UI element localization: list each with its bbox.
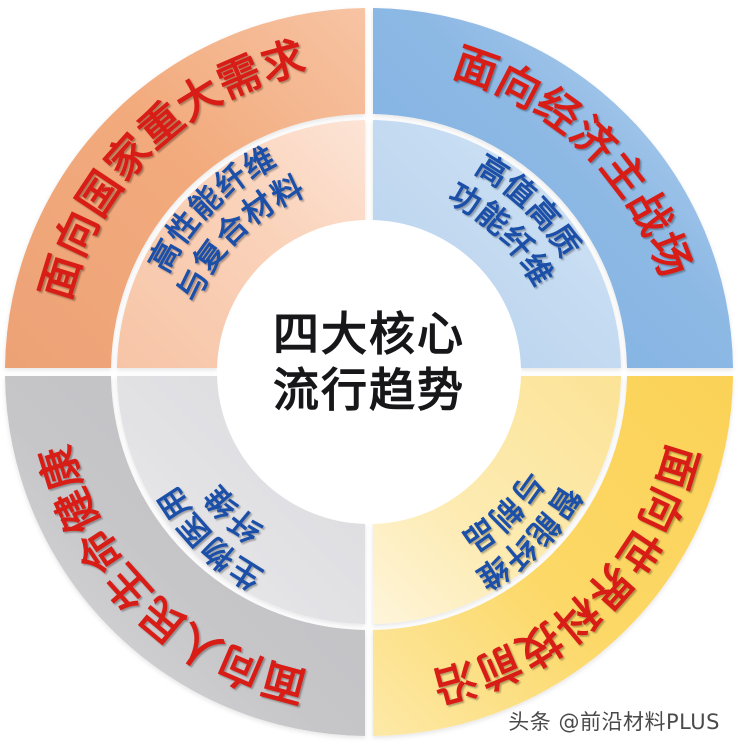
quadrant-inner-top-left[interactable] <box>117 120 365 368</box>
watermark-text: 头条 @前沿材料PLUS <box>508 710 720 734</box>
quadrant-outer-top-left[interactable] <box>5 8 365 368</box>
quadrant-inner-top-right[interactable] <box>373 120 621 368</box>
quadrant-outer-top-right[interactable] <box>373 8 733 368</box>
quadrant-outer-bottom-left[interactable] <box>5 376 365 736</box>
quadrant-outer-bottom-right[interactable] <box>373 376 733 736</box>
quadrant-inner-bottom-left[interactable] <box>117 376 365 624</box>
center-disc <box>217 220 521 524</box>
quadrant-inner-bottom-right[interactable] <box>373 376 621 624</box>
